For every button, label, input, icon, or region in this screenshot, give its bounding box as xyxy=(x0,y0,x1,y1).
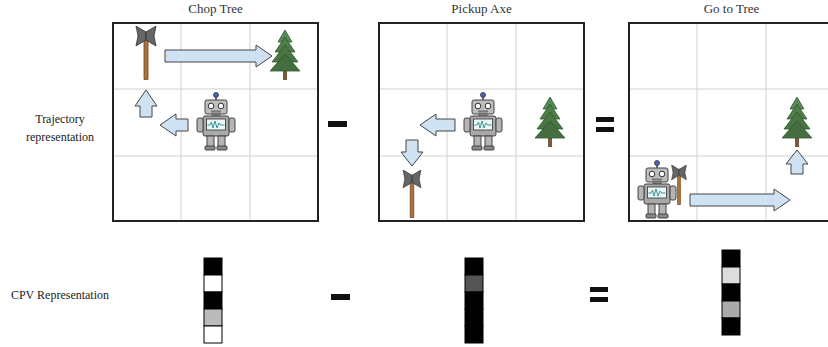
panel-border xyxy=(112,22,319,222)
operator-signs xyxy=(328,117,614,302)
panel: Chop Tree xyxy=(112,0,319,222)
cpv-bar xyxy=(722,250,740,335)
panel-border xyxy=(628,22,828,222)
axe-icon xyxy=(403,170,421,218)
cpv-bar xyxy=(204,258,222,343)
tree-icon xyxy=(270,30,300,80)
axe-icon xyxy=(136,26,156,80)
axe-icon xyxy=(672,165,687,205)
panel-title: Go to Tree xyxy=(628,0,828,20)
robot-icon xyxy=(638,161,676,219)
row-label: Trajectory representation xyxy=(10,110,110,146)
grid-lines xyxy=(112,22,828,222)
panel: Pickup Axe xyxy=(378,0,585,222)
panel-border xyxy=(378,22,585,222)
cpv-bar xyxy=(465,258,483,343)
move-arrows xyxy=(135,45,808,211)
tree-icon xyxy=(782,97,812,147)
tree-icon xyxy=(535,97,565,147)
panel-title: Pickup Axe xyxy=(378,0,585,20)
row-label: CPV Representation xyxy=(10,286,110,304)
robot-icon xyxy=(197,93,235,151)
panel-title: Chop Tree xyxy=(112,0,319,20)
robot-icon xyxy=(464,93,502,151)
panel: Go to Tree xyxy=(628,0,828,222)
